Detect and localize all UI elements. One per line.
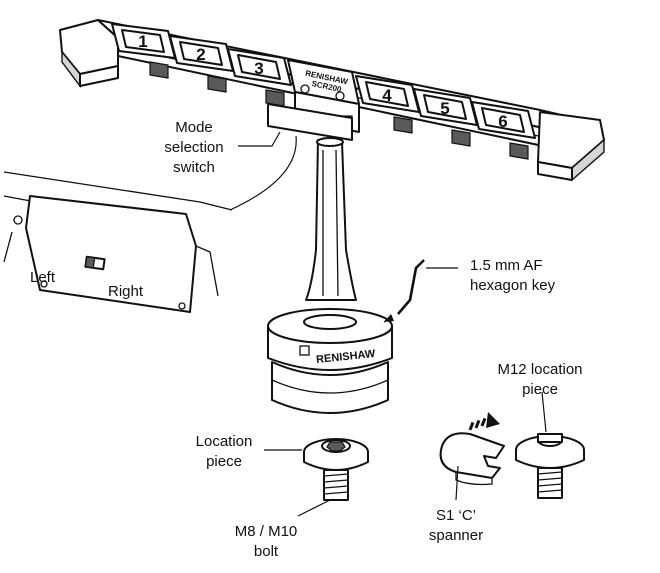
leader-spanner [455,465,459,501]
stand-base-lower [271,361,389,414]
label-c-spanner: S1 ‘C’ spanner [429,507,483,544]
m12-location-piece-illustration [515,433,585,499]
label-switch-left: Left [30,269,56,286]
label-location-line1: Location [196,433,253,450]
leader-m12-piece [541,391,547,433]
leader-lines [238,131,547,517]
rack-left-end-cap [59,19,119,89]
rack-port-2: 2 [169,35,234,93]
rack-port-3: 3 [227,48,292,107]
label-switch-right: Right [108,283,144,300]
c-spanner-illustration [439,432,505,486]
leader-mode-switch [238,131,281,147]
label-mode-line2: selection [164,139,223,156]
label-location-line2: piece [206,453,242,470]
label-m12-location-piece: M12 location piece [497,361,582,398]
rack-assembly: 1 2 3 RENISHAW SCR200 4 [59,19,605,182]
rack-mount-bracket [267,103,353,141]
label-m12-line1: M12 location [497,361,582,378]
label-bolt-line1: M8 / M10 [235,523,298,540]
bolt-thread [323,469,349,501]
rack-port-6: 6 [471,101,536,160]
label-hex-line1: 1.5 mm AF [470,257,543,274]
label-mode-selection-switch: Mode selection switch [164,119,223,176]
m12-thread [537,467,563,499]
port-number-2: 2 [196,45,205,64]
rack-port-1: 1 [111,23,176,79]
port-number-1: 1 [138,32,147,51]
spanner-motion-arrow [468,412,500,431]
label-location-piece: Location piece [196,433,253,470]
location-piece-illustration [303,438,369,501]
label-hex-key: 1.5 mm AF hexagon key [470,257,556,294]
port-number-6: 6 [498,112,507,131]
leader-bolt [297,499,331,517]
inset-connector-curve [229,135,297,211]
port-number-3: 3 [254,59,263,78]
port-number-5: 5 [440,99,449,118]
rack-port-4: 4 [355,75,420,134]
label-spanner-line1: S1 ‘C’ [436,507,476,524]
label-hex-line2: hexagon key [470,277,556,294]
switch-detail-inset [3,171,233,313]
label-spanner-line2: spanner [429,527,483,544]
rack-right-end-cap [537,111,605,182]
stand-logo-icon [299,345,310,356]
stand-column [305,139,357,301]
label-mode-line1: Mode [175,119,213,136]
port-number-4: 4 [382,86,392,105]
hex-key-illustration [383,259,425,323]
label-bolt-line2: bolt [254,543,279,560]
label-mode-line3: switch [173,159,215,176]
label-bolt: M8 / M10 bolt [235,523,298,560]
label-m12-line2: piece [522,381,558,398]
stand-assembly: RENISHAW [267,137,393,414]
